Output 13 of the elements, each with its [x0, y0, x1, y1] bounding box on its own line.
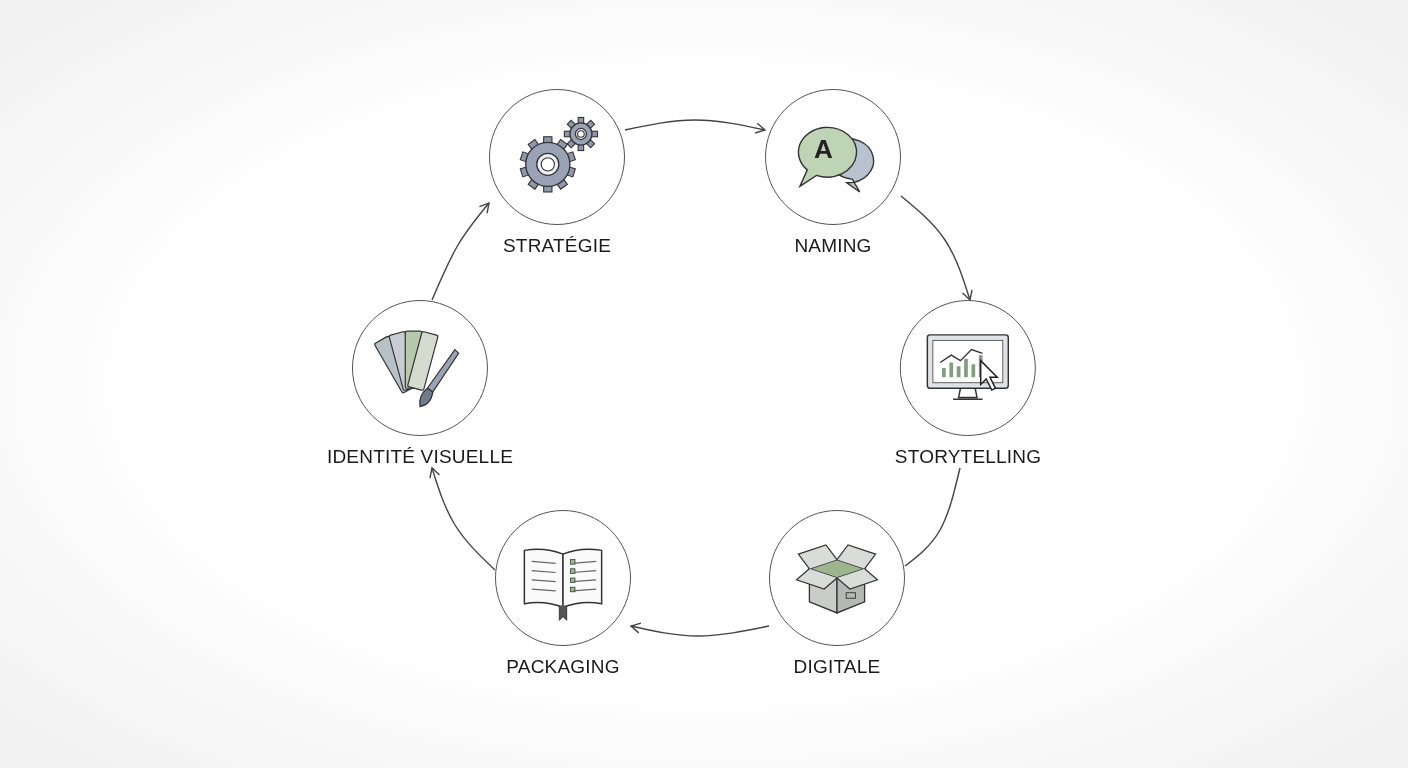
step-label: NAMING	[794, 235, 872, 257]
arrow	[624, 119, 766, 134]
arrow	[429, 467, 496, 571]
bubble-letter: A	[814, 134, 833, 165]
step-label: DIGITALE	[793, 656, 881, 678]
step-label: IDENTITÉ VISUELLE	[326, 446, 514, 468]
arrow	[431, 202, 490, 301]
step-label: STORYTELLING	[894, 446, 1042, 468]
arrow	[900, 195, 973, 301]
connector-line	[904, 467, 961, 567]
step-label: PACKAGING	[506, 656, 620, 678]
arrow	[630, 622, 770, 637]
step-label: STRATÉGIE	[502, 235, 612, 257]
